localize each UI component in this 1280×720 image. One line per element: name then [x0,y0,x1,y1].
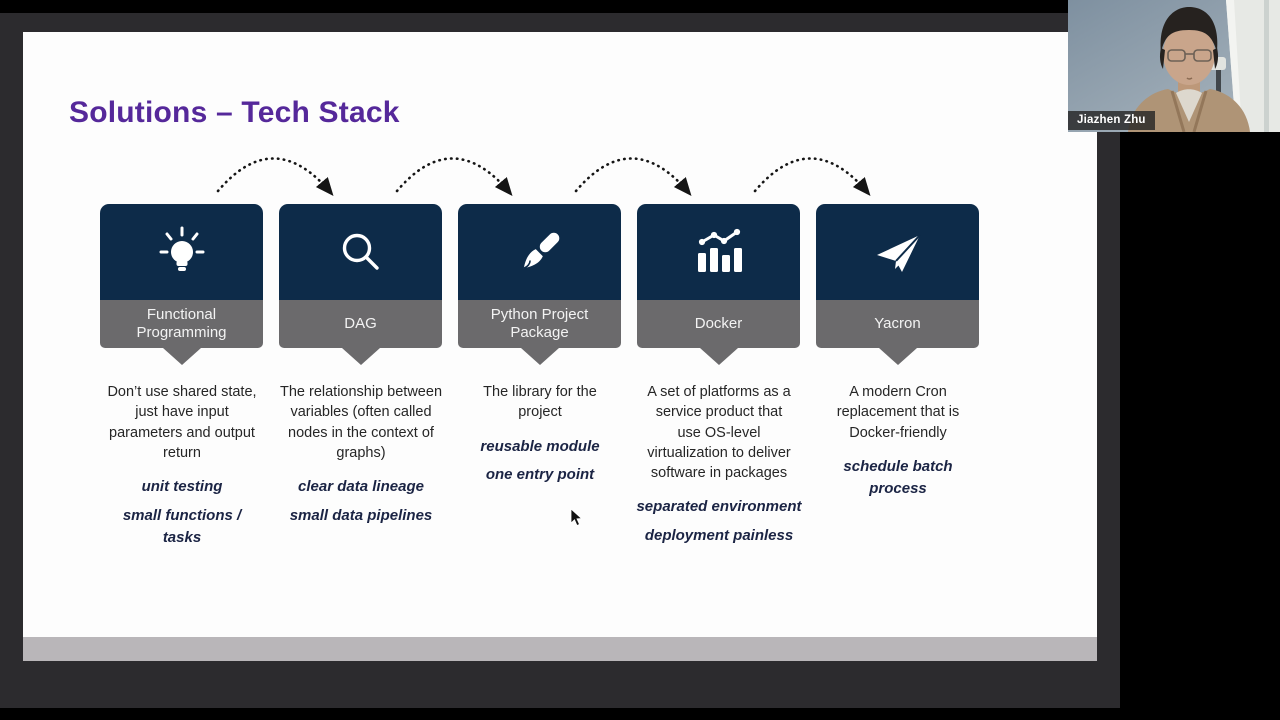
card-highlight: unit testing [141,478,223,496]
magnifier-icon [342,233,379,270]
webcam-scene [1068,0,1280,132]
webcam-video: Jiazhen Zhu [1068,0,1280,132]
participant-name-badge: Jiazhen Zhu [1068,111,1155,130]
card-yacron: Yacron [816,204,979,365]
card-description: The library for the project [483,384,597,421]
card-highlight: reusable module [480,437,600,455]
card-docker: Docker [637,204,800,365]
card-highlight: small functions / tasks [122,506,242,546]
column-docker: A set of platforms as a service product … [613,382,825,547]
paper-plane-icon [876,234,921,272]
card-icon-panel [279,204,442,300]
card-icon-panel [816,204,979,300]
card-description: Don’t use shared state, just have input … [107,384,257,461]
card-highlight: schedule batch process [843,457,953,497]
column-functional-programming: Don’t use shared state, just have input … [76,382,288,548]
mouse-cursor-icon [570,508,583,527]
card-icon-panel [637,204,800,300]
card-highlight: one entry point [485,466,595,484]
card-description: A set of platforms as a service product … [647,384,791,482]
window [1226,0,1280,132]
card-label: Functional Programming [100,300,263,348]
card-label: DAG [279,300,442,348]
card-highlight: small data pipelines [289,506,433,524]
card-description: A modern Cron replacement that is Docker… [836,384,960,441]
card-functional-programming: Functional Programming [100,204,263,365]
card-label: Docker [637,300,800,348]
column-dag: The relationship between variables (ofte… [255,382,467,527]
card-label: Yacron [816,300,979,348]
card-highlight: separated environment [636,498,802,516]
card-pointer [699,348,738,365]
presenter-person [1128,7,1250,132]
card-label: Python Project Package [458,300,621,348]
paintbrush-icon [522,232,559,270]
slide-scrollbar-track[interactable] [23,637,1097,661]
slide-title: Solutions – Tech Stack [69,96,400,129]
card-icon-panel [100,204,263,300]
card-pointer [341,348,380,365]
card-pointer [520,348,559,365]
card-pointer [162,348,201,365]
card-icon-panel [458,204,621,300]
card-pointer [878,348,917,365]
lightbulb-icon [159,226,204,271]
card-python-project-package: Python Project Package [458,204,621,365]
card-highlight: clear data lineage [298,478,424,496]
bar-chart-icon [697,228,742,272]
column-yacron: A modern Cron replacement that is Docker… [792,382,1004,499]
card-dag: DAG [279,204,442,365]
card-highlight: deployment painless [644,527,794,545]
column-python-project-package: The library for the project reusable mod… [434,382,646,486]
card-description: The relationship between variables (ofte… [279,384,443,461]
